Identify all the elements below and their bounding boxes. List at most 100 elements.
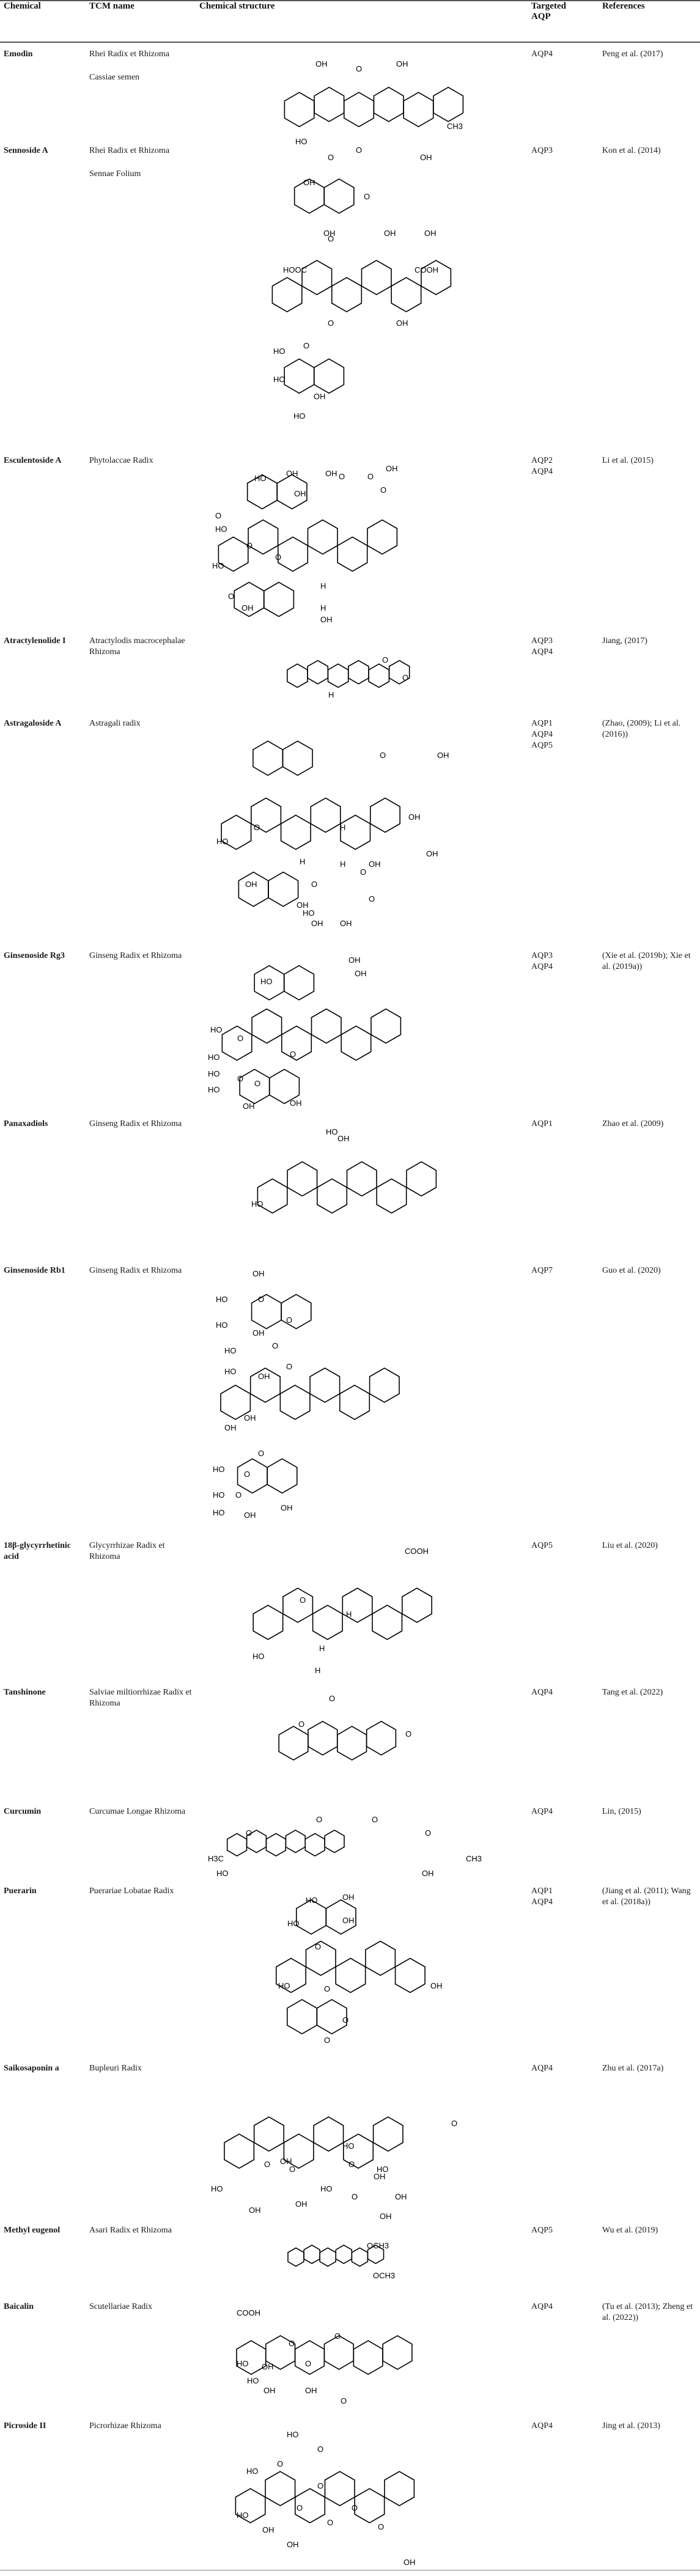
atom-label: O	[324, 2036, 330, 2045]
reference: Liu et al. (2020)	[602, 1541, 658, 1550]
atom-label: O	[237, 1074, 243, 1083]
chemical-name: Baicalin	[4, 2302, 34, 2311]
atom-label: O	[451, 2119, 457, 2128]
atom-label: HO	[306, 1896, 318, 1905]
tcm-name: Scutellariae Radix	[89, 2302, 153, 2311]
atom-label: OH	[420, 153, 432, 162]
atom-label: HO	[278, 1981, 290, 1990]
atom-label: OH	[374, 2172, 386, 2181]
ring-bond	[354, 2488, 385, 2523]
ring-bond	[238, 871, 269, 907]
atom-label: HO	[216, 1869, 229, 1877]
ring-bond	[391, 277, 422, 312]
ring-bond	[372, 1605, 403, 1640]
ring-bond	[311, 1008, 342, 1044]
atom-label: OH	[303, 178, 315, 187]
atom-label: O	[254, 823, 260, 832]
ring-bond	[271, 277, 303, 312]
atom-label: H	[346, 1610, 352, 1619]
ring-bond	[421, 260, 452, 295]
aqp-value: AQP1	[531, 719, 553, 728]
ring-bond	[376, 1178, 407, 1214]
atom-label: OH	[297, 900, 309, 910]
chemical-name: Tanshinone	[4, 1688, 46, 1697]
atom-label: O	[228, 592, 234, 601]
atom-label: O	[327, 2518, 333, 2527]
atom-label: O	[334, 2331, 341, 2341]
atom-label: OH	[342, 1916, 355, 1925]
ring-bond	[224, 2133, 255, 2169]
tcm-name-cell: Bupleuri Radix	[89, 2063, 193, 2086]
atom-label: OH	[262, 2525, 274, 2534]
ring-bond	[265, 1833, 287, 1857]
ring-bond	[278, 1726, 309, 1761]
atom-label: OH	[294, 489, 306, 498]
atom-label: O	[342, 2015, 348, 2025]
column-header-tcm-name: TCM name	[89, 1, 134, 11]
ring-bond	[339, 1385, 370, 1420]
targeted-aqp-cell: AQP5	[531, 2225, 586, 2236]
tcm-name-cell: Ginseng Radix et Rhizoma	[89, 1265, 193, 1289]
ring-bond	[365, 1940, 396, 1976]
aqp-value: AQP4	[531, 2302, 553, 2311]
ring-bond	[344, 92, 375, 128]
atom-label: O	[369, 894, 375, 903]
ring-bond	[312, 1605, 343, 1640]
ring-bond	[402, 1588, 432, 1623]
atom-label: O	[328, 234, 334, 243]
atom-label: O	[328, 153, 334, 162]
ring-bond	[287, 1999, 317, 2035]
chemical-name: Atractylenolide I	[4, 636, 66, 646]
column-header-targeted-aqp: Targeted AQP	[531, 1, 566, 21]
atom-label: OH	[403, 2558, 416, 2567]
ring-bond	[246, 1829, 267, 1853]
chemical-name: 18β-glycyrrhetinic acid	[4, 1541, 72, 1561]
ring-bond	[276, 474, 308, 510]
atom-label: OH	[325, 469, 337, 478]
ring-bond	[282, 740, 313, 776]
ring-bond	[340, 814, 371, 850]
targeted-aqp-cell: AQP4	[531, 2302, 586, 2313]
aqp-value: AQP2	[531, 456, 553, 465]
atom-label: O	[303, 341, 309, 350]
tcm-name-cell: Curcumae Longae Rhizoma	[89, 1806, 193, 1830]
atom-label: HO	[215, 524, 227, 534]
atom-label: OH	[323, 229, 336, 238]
atom-label: O	[272, 1341, 278, 1350]
ring-bond	[348, 660, 369, 685]
atom-label: OH	[396, 59, 408, 68]
atom-label: O	[235, 1490, 241, 1500]
reference: Li et al. (2015)	[602, 456, 654, 465]
ring-bond	[251, 1008, 282, 1044]
aqp-value: AQP5	[531, 741, 553, 750]
chemical-name: Ginsenoside Rb1	[4, 1266, 65, 1275]
tcm-name: Puerariae Lobatae Radix	[89, 1886, 174, 1896]
ring-bond	[373, 86, 404, 122]
reference: Wu et al. (2019)	[602, 2226, 658, 2235]
ring-bond	[221, 1025, 252, 1061]
atom-label: O	[356, 64, 362, 73]
atom-label: HO	[213, 1465, 225, 1474]
ring-bond	[323, 178, 355, 214]
atom-label: OH	[424, 229, 437, 238]
tcm-name: Curcumae Longae Rhizoma	[89, 1807, 186, 1816]
tcm-name: Cassiae semen	[89, 73, 140, 82]
atom-label: O	[402, 673, 408, 682]
atom-label: HO	[224, 1367, 237, 1376]
atom-label: O	[277, 2459, 283, 2468]
atom-label: O	[329, 1694, 335, 1703]
atom-label: O	[341, 2396, 347, 2405]
ring-bond	[403, 92, 434, 128]
ring-bond	[325, 1899, 356, 1935]
